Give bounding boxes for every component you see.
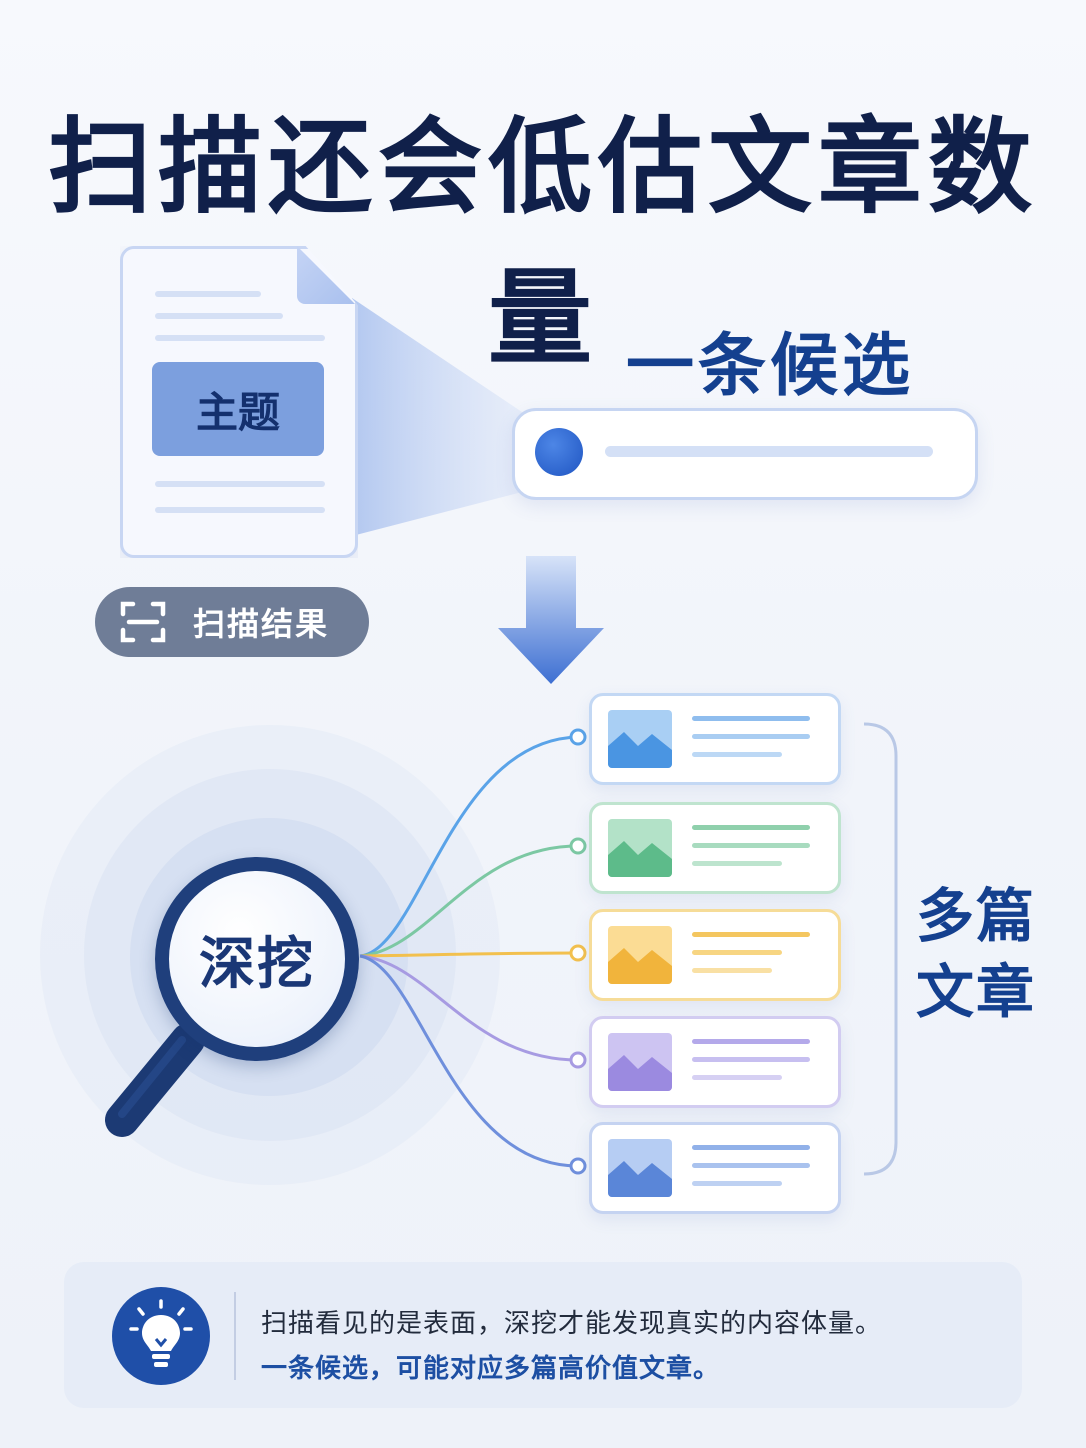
article-card-5 [589,1122,841,1214]
multi-label-line2: 文章 [916,958,1037,1026]
article-card-3 [589,909,841,1001]
article-card-4 [589,1016,841,1108]
scan-result-label: 扫描结果 [193,605,330,643]
candidate-line [605,446,933,457]
article-card-1 [589,693,841,785]
lightbulb-icon [112,1287,210,1385]
note-line-2: 一条候选，可能对应多篇高价值文章。 [261,1354,721,1384]
candidate-dot [535,428,583,476]
magnifier-lens: 深挖 [155,857,359,1061]
topic-box: 主题 [152,362,324,456]
scan-frame-icon [120,601,166,643]
article-card-2 [589,802,841,894]
note-panel [64,1262,1022,1408]
image-icon [608,1033,672,1091]
multi-label-line1: 多篇 [916,882,1037,950]
candidate-label: 一条候选 [626,327,915,406]
down-arrow-icon [498,556,604,684]
image-icon [608,926,672,984]
image-icon [608,819,672,877]
multi-articles-label: 多篇 文章 [916,878,1036,1030]
deep-dig-label: 深挖 [199,931,315,997]
image-icon [608,710,672,768]
note-line-1: 扫描看见的是表面，深挖才能发现真实的内容体量。 [261,1309,883,1339]
image-icon [608,1139,672,1197]
scan-result-badge: 扫描结果 [95,587,369,657]
note-divider [234,1292,236,1380]
page-title: 扫描还会低估文章数量 [47,106,1038,379]
